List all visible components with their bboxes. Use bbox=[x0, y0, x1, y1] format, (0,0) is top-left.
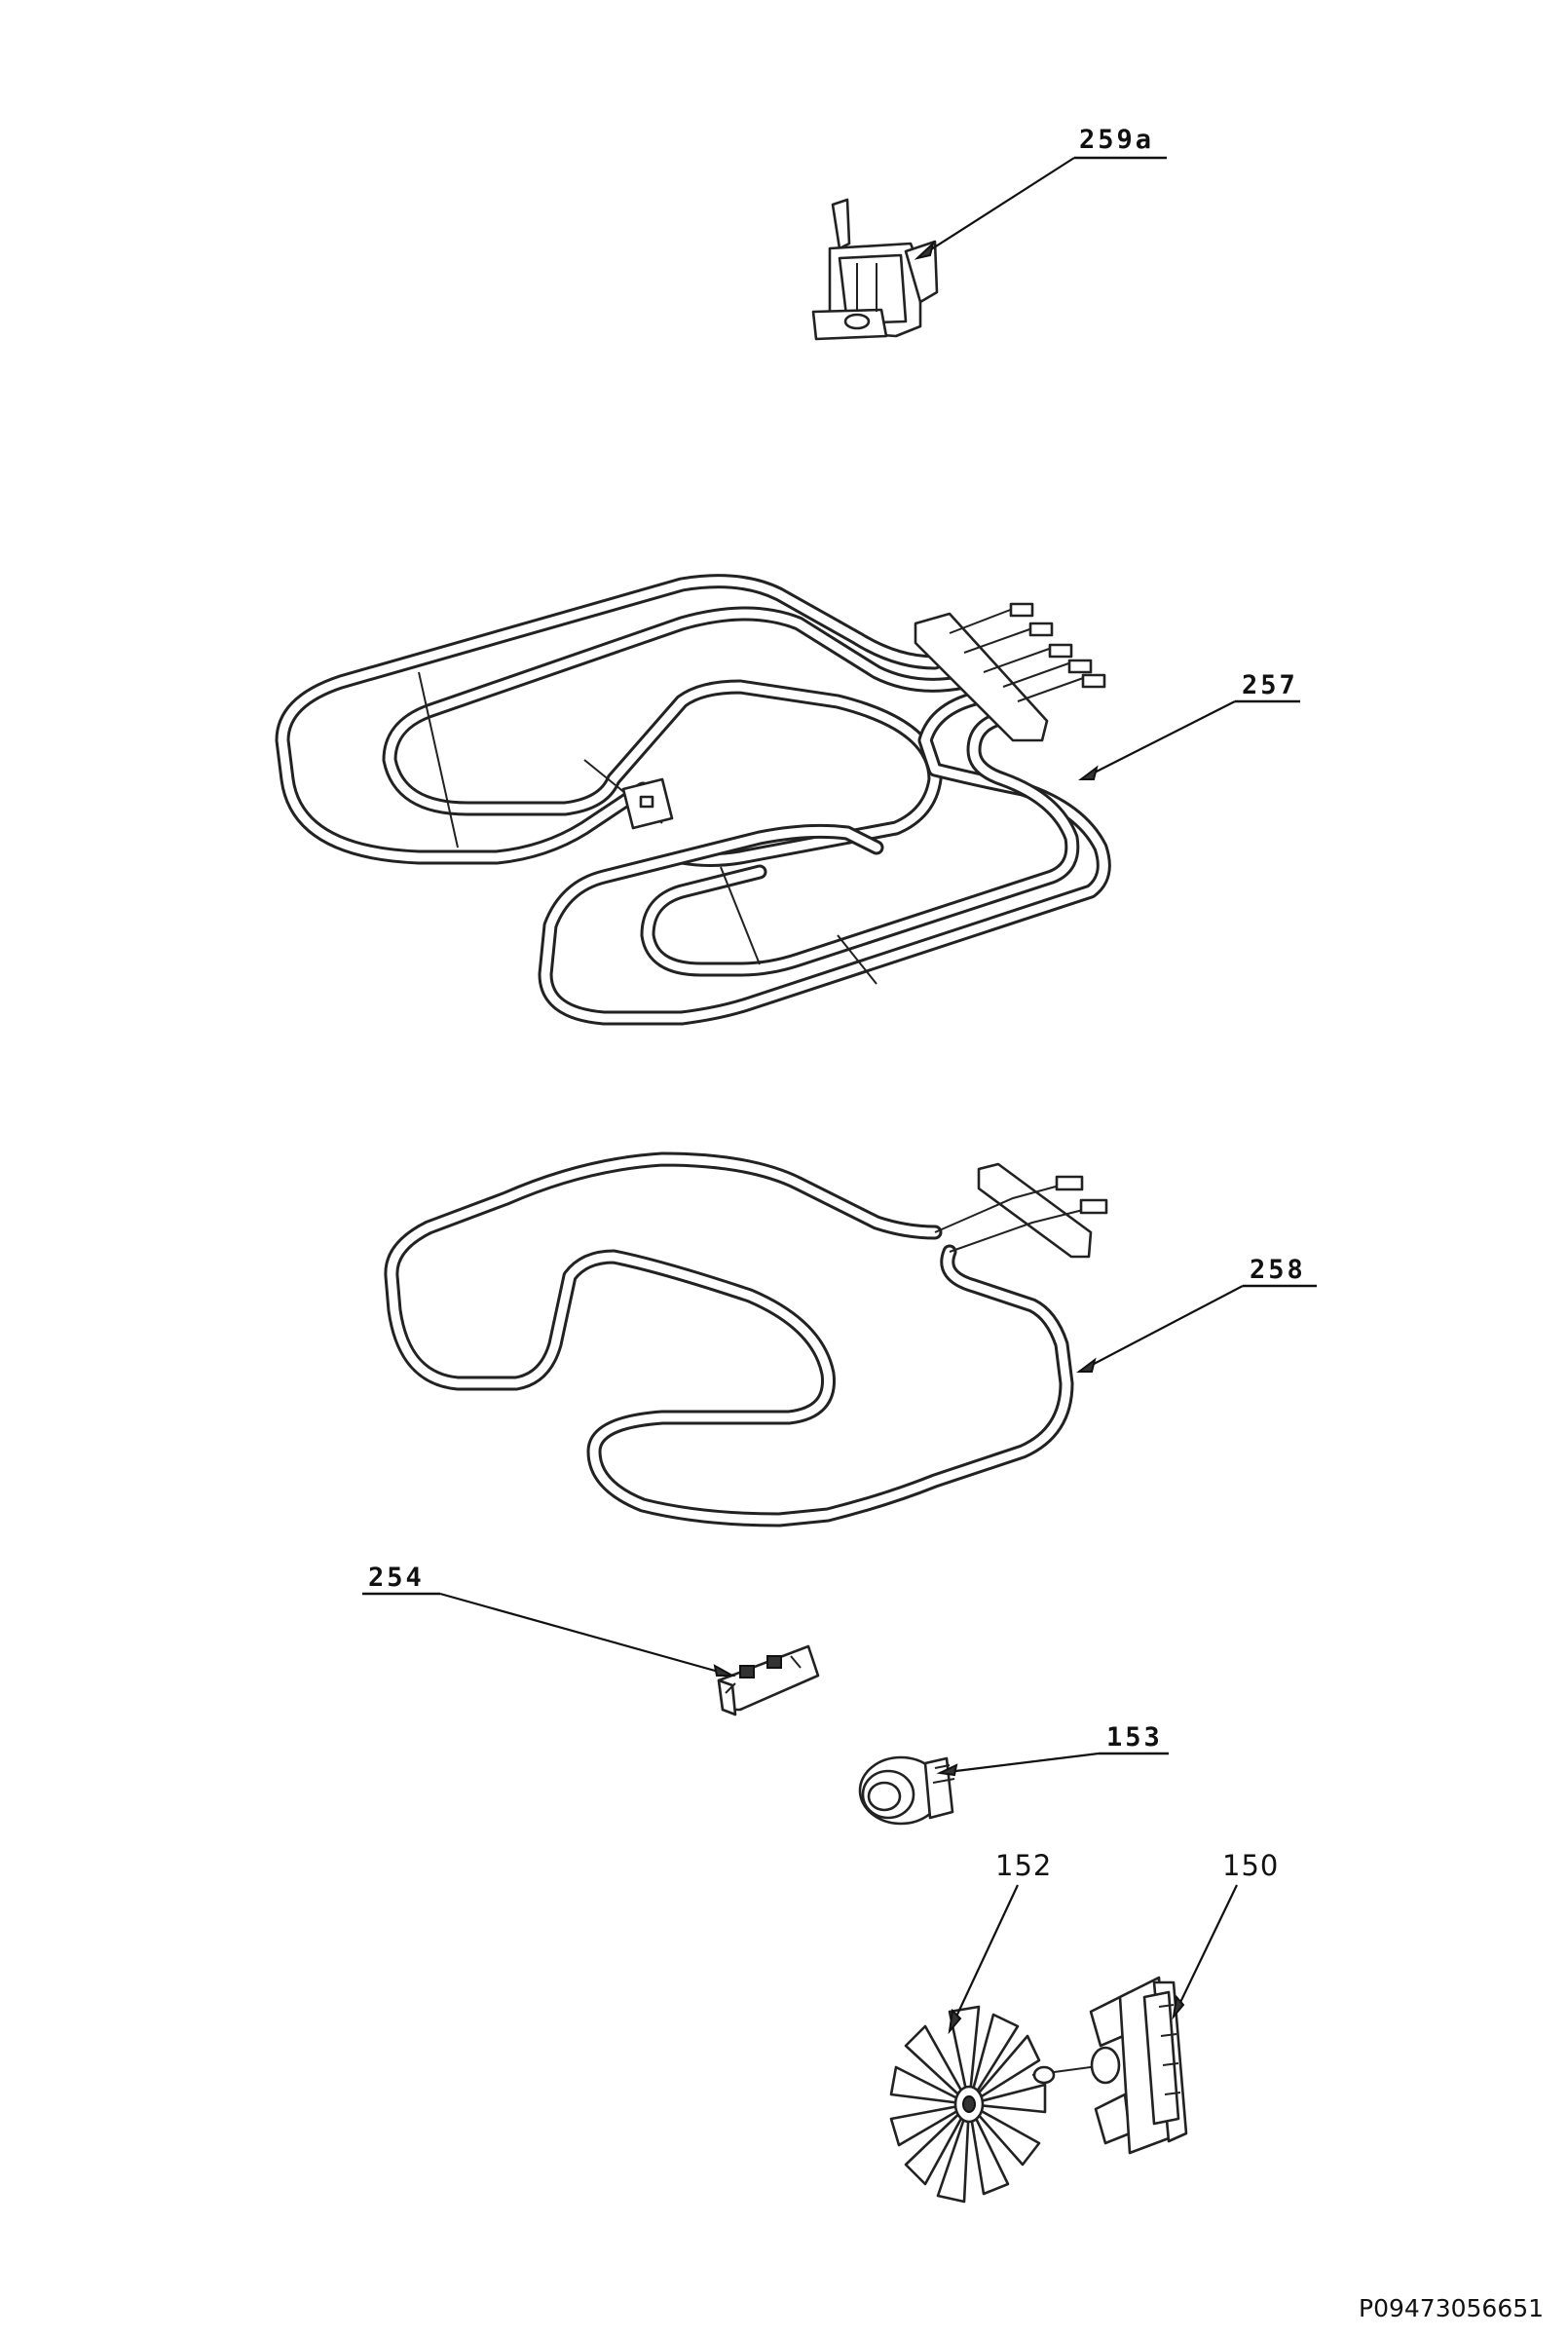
callout-153: 153 bbox=[936, 1722, 1169, 1777]
callout-150-label: 150 bbox=[1222, 1849, 1279, 1882]
callout-150: 150 bbox=[1172, 1849, 1279, 2020]
callout-259a-label: 259a bbox=[1079, 125, 1154, 155]
part-257-grill-element bbox=[275, 574, 1111, 1026]
callout-254: 254 bbox=[362, 1563, 736, 1678]
callout-152-label: 152 bbox=[995, 1849, 1052, 1882]
diagram-reference-code: P09473056651 bbox=[1359, 2294, 1544, 2322]
part-254-connector bbox=[717, 1644, 820, 1716]
callout-254-label: 254 bbox=[368, 1563, 425, 1593]
callout-258: 258 bbox=[1076, 1255, 1317, 1373]
callout-153-label: 153 bbox=[1106, 1722, 1163, 1753]
callout-152: 152 bbox=[948, 1849, 1052, 2035]
callout-258-label: 258 bbox=[1250, 1255, 1306, 1285]
part-152-fan-blade bbox=[889, 2005, 1047, 2204]
callout-259a: 259a bbox=[914, 125, 1167, 260]
part-259a-thermostat bbox=[811, 198, 939, 341]
callout-257: 257 bbox=[1078, 670, 1300, 780]
part-258-bottom-element bbox=[384, 1151, 1108, 1527]
part-153-lamp bbox=[858, 1755, 955, 1826]
part-150-fan-motor bbox=[1031, 1976, 1188, 2155]
callout-257-label: 257 bbox=[1242, 670, 1298, 700]
